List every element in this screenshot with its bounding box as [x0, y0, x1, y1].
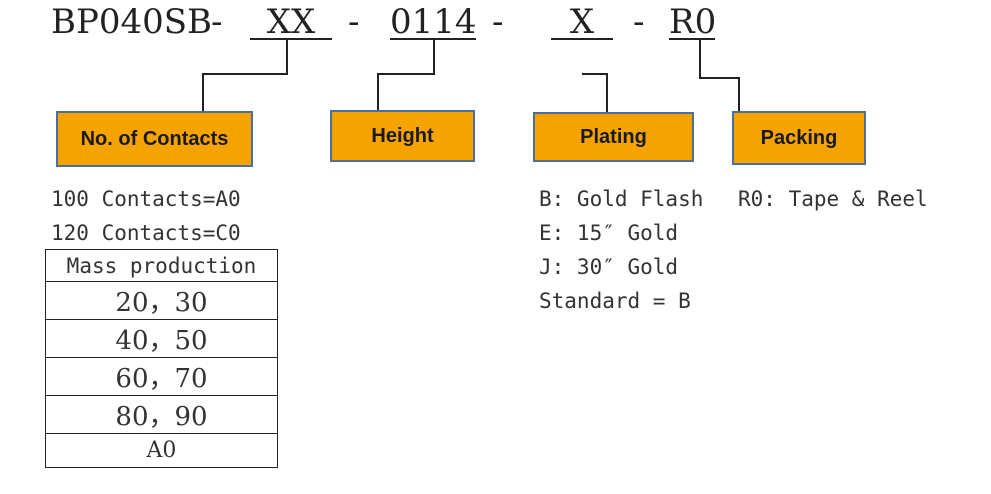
packing-option-1: R0: Tape & Reel: [738, 187, 928, 211]
part-number-dash-1: -: [211, 2, 223, 42]
connector-contacts-v1: [286, 40, 288, 74]
connector-plating-h: [582, 73, 607, 75]
plating-code: X: [551, 2, 613, 42]
mass-production-table: Mass production 20，30 40，50 60，70 80，90 …: [45, 249, 278, 468]
part-number-dash-4: -: [633, 2, 645, 42]
packing-code: R0: [669, 2, 717, 42]
contacts-option-2: 120 Contacts=C0: [51, 221, 241, 245]
plating-option-2: E: 15″ Gold: [539, 221, 679, 245]
connector-contacts-v2: [202, 73, 204, 111]
contacts-code: XX: [250, 2, 332, 42]
connector-height-v1: [433, 40, 435, 74]
contacts-option-1: 100 Contacts=A0: [51, 187, 241, 211]
connector-packing-h: [699, 77, 740, 79]
height-label-box: Height: [330, 110, 475, 162]
part-number-dash-3: -: [492, 2, 504, 42]
connector-height-h: [377, 73, 435, 75]
connector-plating-v: [606, 73, 608, 112]
height-code: 0114: [390, 2, 477, 42]
connector-packing-v1: [699, 40, 701, 78]
contacts-label-box: No. of Contacts: [56, 111, 253, 167]
table-row: 80，90: [45, 395, 278, 434]
plating-option-4: Standard = B: [539, 289, 691, 313]
table-row: 40，50: [45, 319, 278, 358]
mass-production-header: Mass production: [45, 249, 278, 282]
connector-contacts-h: [202, 73, 288, 75]
connector-height-v2: [377, 73, 379, 110]
plating-label-box: Plating: [533, 112, 694, 162]
part-number-prefix: BP040SB: [51, 2, 213, 42]
mass-production-footer: A0: [45, 433, 278, 468]
connector-packing-v2: [738, 77, 740, 111]
table-row: 20，30: [45, 281, 278, 320]
plating-option-1: B: Gold Flash: [539, 187, 704, 211]
table-row: 60，70: [45, 357, 278, 396]
packing-label-box: Packing: [732, 111, 866, 165]
part-number-dash-2: -: [348, 2, 360, 42]
plating-option-3: J: 30″ Gold: [539, 255, 679, 279]
